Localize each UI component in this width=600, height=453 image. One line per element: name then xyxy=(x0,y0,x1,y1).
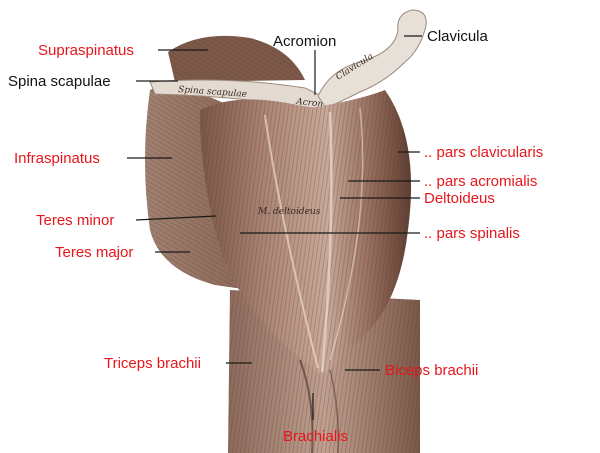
label-pars-acromialis: .. pars acromialis xyxy=(424,173,537,190)
label-clavicula: Clavicula xyxy=(427,28,489,45)
label-pars-spinalis: .. pars spinalis xyxy=(424,225,520,242)
label-brachialis: Brachialis xyxy=(283,428,348,445)
label-teres-major: Teres major xyxy=(55,244,133,261)
label-spina-scapulae: Spina scapulae xyxy=(8,73,111,90)
clavicula-bone xyxy=(317,9,427,109)
anatomy-illustration: Spina scapulae Acromion Clavicula M. del… xyxy=(145,9,427,453)
label-supraspinatus: Supraspinatus xyxy=(38,42,134,59)
label-biceps-brachii: Biceps brachii xyxy=(385,362,478,379)
label-teres-minor: Teres minor xyxy=(36,212,114,229)
engraved-spina-scapulae: Spina scapulae xyxy=(178,85,248,100)
label-deltoideus: Deltoideus xyxy=(424,190,495,207)
leader-teres-minor xyxy=(135,215,217,221)
label-pars-clavicularis: .. pars clavicularis xyxy=(424,144,543,161)
label-acromion: Acromion xyxy=(273,33,336,50)
engraved-deltoideus: M. deltoideus xyxy=(257,207,321,217)
label-triceps-brachii: Triceps brachii xyxy=(104,355,201,372)
anatomy-labels: Supraspinatus Spina scapulae Acromion Cl… xyxy=(8,28,543,445)
label-leader-lines xyxy=(127,35,422,420)
label-infraspinatus: Infraspinatus xyxy=(14,150,100,167)
